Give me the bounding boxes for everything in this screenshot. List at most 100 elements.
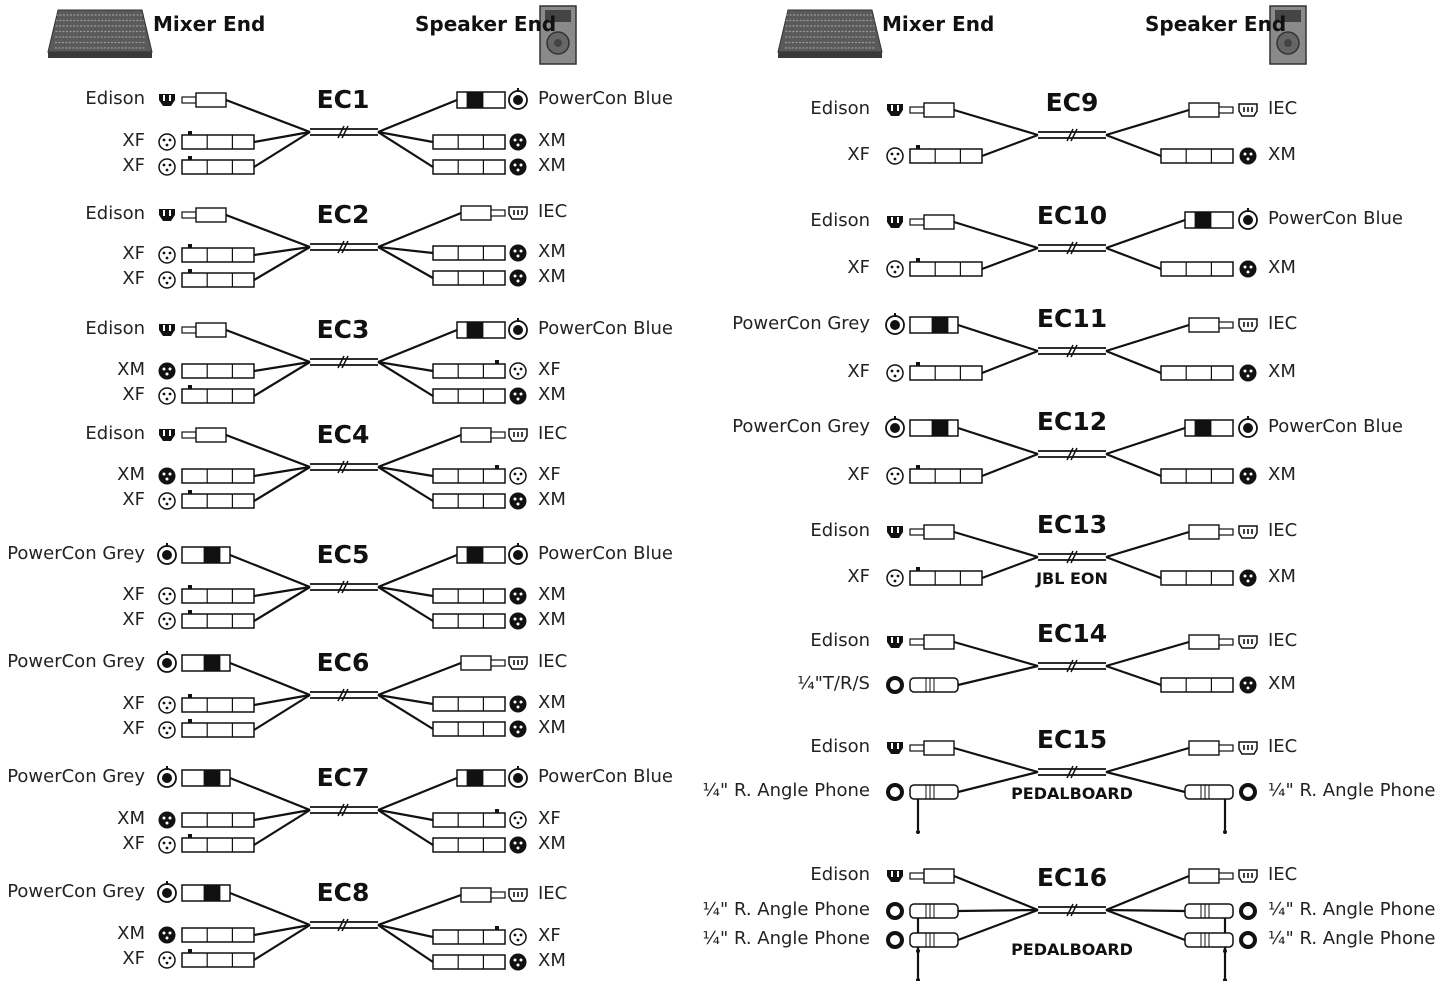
quarter-inch-jack-icon	[1239, 931, 1257, 949]
speaker-connector-label: PowerCon Blue	[538, 88, 673, 109]
iec-plug-icon	[508, 656, 528, 670]
xlr-female-body-icon	[181, 694, 255, 713]
mixer-connector-label: XF	[122, 693, 145, 714]
speaker-connector-label: XM	[538, 692, 566, 713]
speaker-connector-label: XM	[1268, 144, 1296, 165]
xlr-male-icon	[509, 158, 527, 176]
mixer-connector-label: PowerCon Grey	[7, 543, 145, 564]
speaker-connector-label: XM	[1268, 361, 1296, 382]
edison-plug-body-icon	[909, 740, 955, 756]
powercon-icon	[157, 881, 177, 903]
speaker-connector-label: XM	[538, 609, 566, 630]
xlr-male-body-icon	[181, 363, 255, 379]
mixer-connector-label: Edison	[85, 318, 145, 339]
iec-plug-icon	[1238, 103, 1258, 117]
xlr-female-body-icon	[181, 269, 255, 288]
mixer-connector-label: XM	[117, 359, 145, 380]
mixer-connector-label: XF	[122, 718, 145, 739]
iec-plug-body-icon	[1188, 524, 1234, 540]
xlr-male-body-icon	[181, 927, 255, 943]
cable-ec10	[953, 218, 1186, 271]
speaker-connector-label: XM	[1268, 464, 1296, 485]
cable-ec16	[953, 874, 1190, 942]
mixing-console-icon	[777, 9, 883, 58]
speaker-connector-label: XF	[538, 925, 561, 946]
xlr-male-body-icon	[432, 613, 506, 629]
iec-plug-body-icon	[1188, 868, 1234, 884]
xlr-male-body-icon	[432, 721, 506, 737]
cable-ec1	[225, 98, 458, 168]
xlr-female-body-icon	[432, 926, 506, 945]
speaker-connector-label: PowerCon Blue	[538, 318, 673, 339]
speaker-connector-label: IEC	[1268, 736, 1298, 757]
quarter-inch-jack-icon	[886, 902, 904, 920]
xlr-female-icon	[158, 696, 176, 714]
cable-subtitle-ec13: JBL EON	[1036, 569, 1108, 588]
iec-plug-icon	[1238, 741, 1258, 755]
edison-plug-icon	[887, 216, 903, 228]
xlr-female-icon	[158, 387, 176, 405]
mixer-connector-label: Edison	[810, 210, 870, 231]
mixer-connector-label: ¼" R. Angle Phone	[702, 899, 870, 920]
xlr-male-body-icon	[1160, 570, 1234, 586]
cable-subtitle-ec15: PEDALBOARD	[1011, 784, 1133, 803]
mixer-connector-label: ¼" R. Angle Phone	[702, 928, 870, 949]
cable-id-ec8: EC8	[316, 878, 370, 907]
cable-id-ec13: EC13	[1036, 510, 1108, 539]
cable-ec9	[953, 108, 1190, 158]
speaker-connector-label: ¼" R. Angle Phone	[1268, 899, 1436, 920]
edison-plug-icon	[887, 526, 903, 538]
edison-plug-body-icon	[909, 214, 955, 230]
powercon-body-icon	[456, 546, 506, 564]
speaker-connector-label: IEC	[1268, 313, 1298, 334]
xlr-female-body-icon	[909, 362, 983, 381]
mixer-connector-label: Edison	[85, 203, 145, 224]
xlr-female-body-icon	[181, 244, 255, 263]
edison-plug-icon	[887, 870, 903, 882]
cable-id-ec1: EC1	[316, 85, 370, 114]
iec-plug-body-icon	[1188, 317, 1234, 333]
xlr-male-icon	[1239, 260, 1257, 278]
xlr-male-icon	[158, 926, 176, 944]
xlr-male-body-icon	[432, 270, 506, 286]
mixer-connector-label: XF	[122, 243, 145, 264]
speaker-connector-label: XF	[538, 808, 561, 829]
cable-id-ec2: EC2	[316, 200, 370, 229]
powercon-icon	[885, 416, 905, 438]
xlr-female-body-icon	[181, 131, 255, 150]
speaker-connector-label: PowerCon Blue	[538, 766, 673, 787]
powercon-body-icon	[456, 769, 506, 787]
mixer-connector-label: XF	[122, 584, 145, 605]
mixer-connector-label: ¼"T/R/S	[797, 673, 870, 694]
cable-id-ec12: EC12	[1036, 407, 1108, 436]
xlr-male-icon	[509, 269, 527, 287]
iec-plug-icon	[1238, 318, 1258, 332]
xlr-female-icon	[509, 362, 527, 380]
powercon-body-icon	[1184, 211, 1234, 229]
speaker-connector-label: XM	[538, 950, 566, 971]
mixer-connector-label: XM	[117, 923, 145, 944]
iec-plug-icon	[508, 428, 528, 442]
speaker-connector-label: XF	[538, 359, 561, 380]
quarter-inch-jack-icon	[886, 783, 904, 801]
cable-ec12	[957, 426, 1186, 478]
xlr-male-icon	[509, 387, 527, 405]
mixer-end-heading-right: Mixer End	[882, 12, 995, 36]
xlr-female-icon	[886, 364, 904, 382]
speaker-connector-label: IEC	[538, 201, 568, 222]
speaker-connector-label: XM	[538, 266, 566, 287]
edison-plug-body-icon	[909, 102, 955, 118]
cable-id-ec11: EC11	[1036, 304, 1108, 333]
xlr-female-icon	[886, 569, 904, 587]
mixer-connector-label: XF	[122, 609, 145, 630]
cable-id-ec10: EC10	[1036, 201, 1108, 230]
mixer-connector-label: PowerCon Grey	[7, 881, 145, 902]
speaker-connector-label: XM	[538, 384, 566, 405]
powercon-body-icon	[909, 316, 959, 334]
xlr-female-body-icon	[181, 719, 255, 738]
cable-ec5	[229, 553, 458, 622]
speaker-connector-label: PowerCon Blue	[538, 543, 673, 564]
powercon-icon	[508, 543, 528, 565]
powercon-body-icon	[181, 884, 231, 902]
